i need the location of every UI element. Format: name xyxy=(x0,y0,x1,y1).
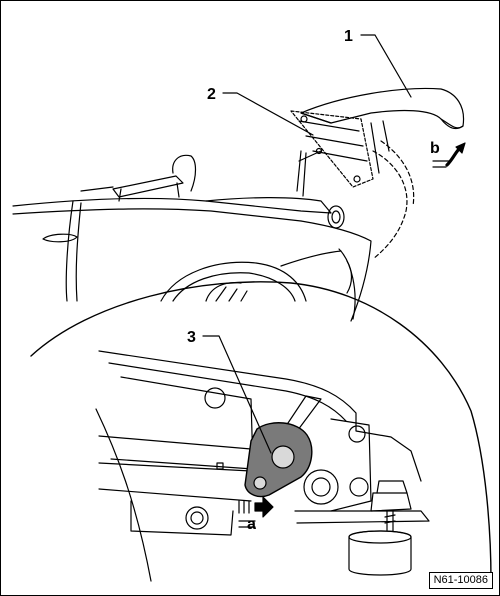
part-3-hole-large xyxy=(271,445,295,469)
detail-magnifier xyxy=(30,281,492,582)
arrow-b xyxy=(432,142,466,168)
leader-line-3 xyxy=(202,335,272,454)
callout-b: b xyxy=(430,140,440,157)
car-body xyxy=(12,154,372,322)
leader-line-2 xyxy=(222,92,314,136)
callout-2: 2 xyxy=(207,86,216,103)
roof-panel xyxy=(290,87,465,260)
arrow-insert xyxy=(238,496,274,528)
callout-1: 1 xyxy=(344,28,353,45)
callout-3: 3 xyxy=(187,329,196,346)
callout-a: a xyxy=(247,516,256,533)
part-3-hole-small xyxy=(253,476,267,490)
leader-line-1 xyxy=(360,34,412,98)
figure-code: N61-10086 xyxy=(428,572,493,589)
